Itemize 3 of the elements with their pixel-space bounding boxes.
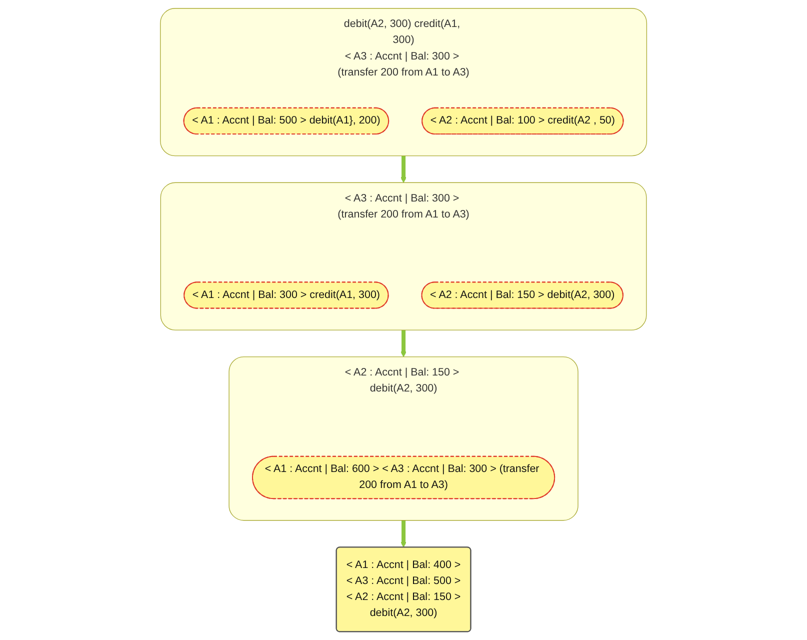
arrow	[400, 156, 406, 183]
arrow	[400, 520, 406, 548]
arrow	[400, 330, 406, 358]
